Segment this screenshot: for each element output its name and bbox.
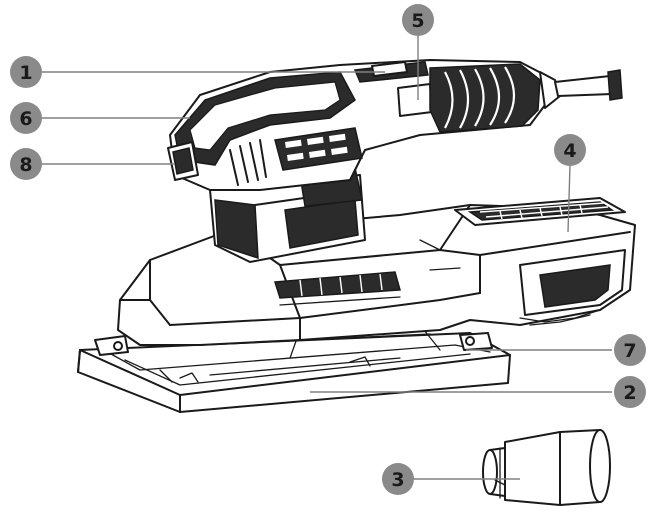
callout-badge-2: 2 <box>614 376 646 408</box>
callout-number-2: 2 <box>623 382 636 404</box>
callout-number-6: 6 <box>19 108 32 130</box>
callout-badge-7: 7 <box>614 334 646 366</box>
callout-badge-5: 5 <box>402 4 434 36</box>
callout-badge-4: 4 <box>554 134 586 166</box>
callout-badge-8: 8 <box>10 148 42 180</box>
callout-number-5: 5 <box>411 10 424 32</box>
callout-badge-1: 1 <box>10 56 42 88</box>
sander-body <box>117 197 636 346</box>
callout-number-3: 3 <box>391 469 404 491</box>
callout-leaders <box>38 34 612 480</box>
handle-housing <box>167 59 546 191</box>
dust-extraction-adapter <box>482 429 611 506</box>
callout-number-4: 4 <box>563 140 576 162</box>
callout-number-8: 8 <box>19 154 32 176</box>
callout-number-7: 7 <box>623 340 636 362</box>
callout-number-1: 1 <box>19 62 32 84</box>
callout-badge-6: 6 <box>10 102 42 134</box>
callout-badge-3: 3 <box>382 463 414 495</box>
motor-column <box>209 167 366 263</box>
power-cable <box>539 69 623 109</box>
